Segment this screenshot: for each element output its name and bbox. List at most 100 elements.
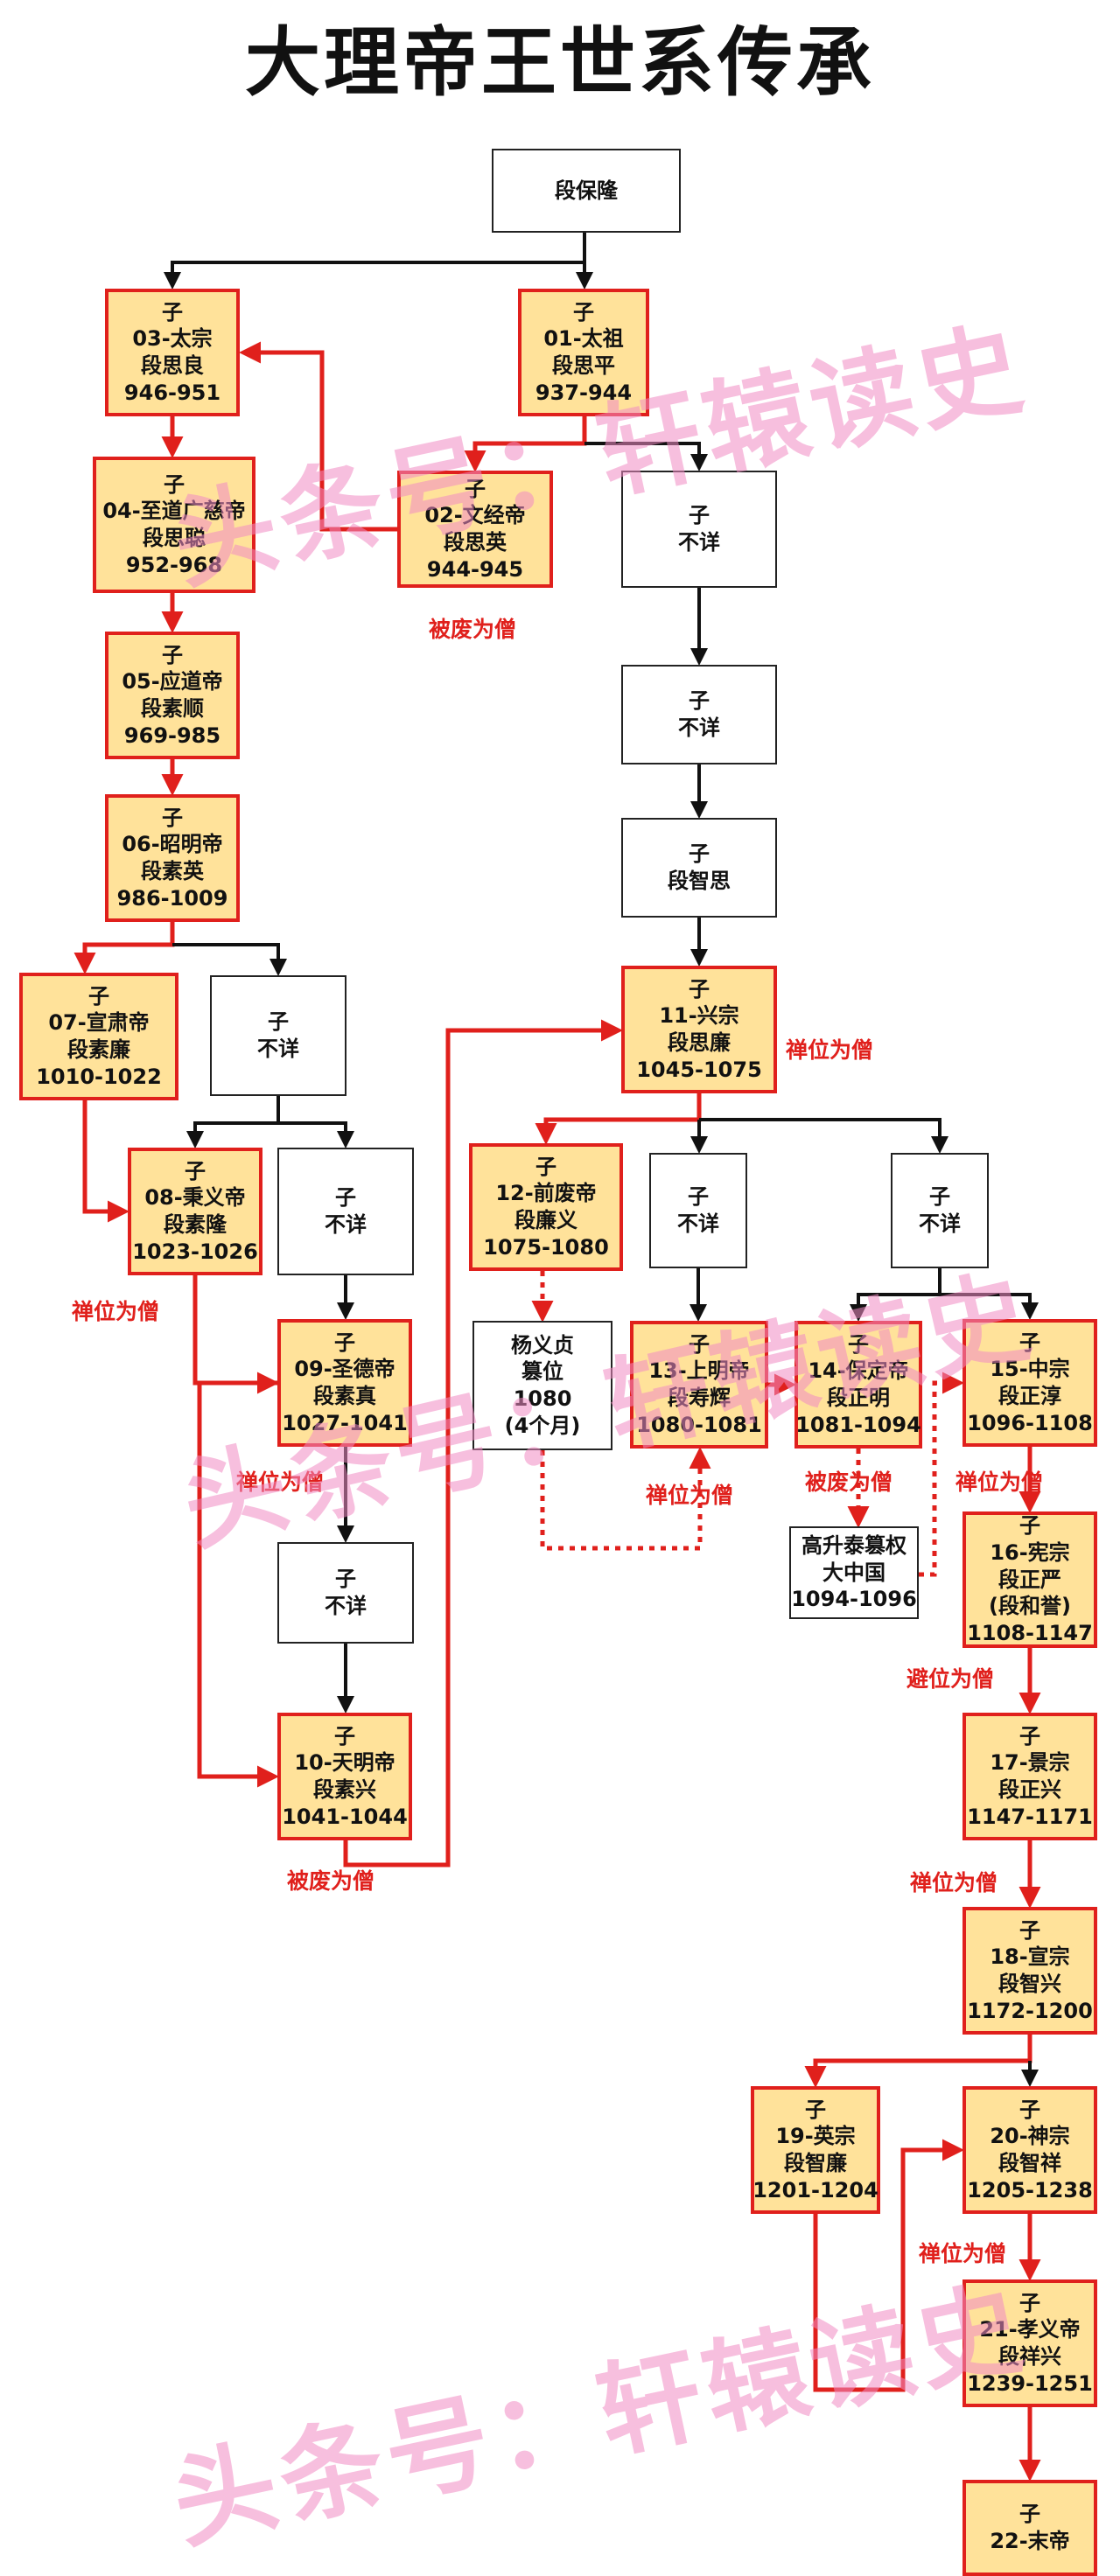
node-text-line: 段思良 (141, 353, 204, 378)
node-text-line: 1172-1200 (967, 1998, 1093, 2023)
lineage-node: 段保隆 (492, 149, 681, 233)
connector-line (82, 1100, 130, 1223)
node-text-line: 段保隆 (555, 178, 618, 203)
node-text-line: 段正严 (998, 1567, 1061, 1592)
node-text-line: 子 (1019, 1723, 1040, 1749)
node-text-line: 子 (334, 1330, 355, 1355)
connector-line (540, 1447, 711, 1551)
node-text-line: 杨义贞 (511, 1332, 574, 1358)
node-text-line: 22-末帝 (990, 2529, 1070, 2553)
node-text-line: 1041-1044 (282, 1804, 408, 1829)
node-text-line: 04-至道广慈帝 (102, 499, 246, 524)
node-text-line: 不详 (919, 1211, 961, 1236)
node-text-line: 子 (689, 1331, 710, 1357)
lineage-node: 子不详 (649, 1153, 747, 1268)
connector-line (535, 1093, 702, 1145)
node-text-line: 12-前废帝 (495, 1181, 597, 1206)
lineage-node: 子段智思 (621, 818, 777, 918)
monk-note: 禅位为僧 (236, 1470, 325, 1495)
node-text-line: (段和誉) (989, 1594, 1071, 1619)
node-text-line: 1080 (513, 1386, 572, 1411)
node-text-line: 946-951 (123, 380, 221, 405)
connector-line (74, 922, 175, 974)
node-text-line: 子 (573, 299, 594, 325)
connector-line (343, 1019, 623, 1867)
node-text-line: 子 (1019, 2502, 1040, 2527)
connector-line (850, 1268, 942, 1322)
node-text-line: 段思英 (444, 530, 507, 555)
node-text-line: 子 (689, 688, 710, 714)
node-text-line: 1108-1147 (967, 1621, 1093, 1646)
node-text-line: 段素兴 (313, 1777, 376, 1802)
node-text-line: 子 (162, 642, 183, 667)
node-text-line: 篡位 (522, 1359, 564, 1385)
node-text-line: (4个月) (504, 1413, 581, 1438)
node-text-line: 子 (162, 299, 183, 325)
node-text-line: 10-天明帝 (294, 1750, 396, 1776)
connector-line (197, 1380, 279, 1788)
connector-line (172, 943, 287, 976)
node-text-line: 07-宣肃帝 (48, 1010, 150, 1036)
diagram-title: 大理帝王世系传承 (245, 19, 875, 107)
node-text-line: 1147-1171 (967, 1804, 1093, 1829)
node-text-line: 14-保定帝 (808, 1358, 909, 1384)
node-text-line: 1094-1096 (791, 1587, 917, 1612)
node-text-line: 子 (164, 471, 185, 497)
monk-note: 被废为僧 (287, 1868, 375, 1894)
node-text-line: 不详 (325, 1594, 367, 1618)
node-text-line: 高升泰篡权 (802, 1532, 906, 1558)
connector-line (584, 442, 708, 471)
node-text-line: 02-文经帝 (424, 503, 526, 528)
node-text-line: 子 (689, 841, 710, 867)
monk-note: 避位为僧 (906, 1666, 995, 1692)
node-text-line: 段智兴 (998, 1972, 1061, 1996)
node-text-line: 969-985 (123, 723, 221, 748)
node-text-line: 21-孝义帝 (979, 2317, 1081, 2342)
node-text-line: 段素顺 (141, 696, 204, 721)
node-text-line: 子 (1019, 1330, 1040, 1355)
node-text-line: 944-945 (426, 556, 524, 582)
node-text-line: 不详 (325, 1212, 367, 1237)
node-text-line: 段正明 (827, 1386, 890, 1410)
node-text-line: 不详 (678, 530, 720, 555)
node-text-line: 1075-1080 (483, 1234, 609, 1260)
node-text-line: 1045-1075 (636, 1057, 762, 1082)
connector-line (239, 341, 397, 532)
node-text-line: 子 (335, 1567, 356, 1592)
node-text-line: 03-太宗 (132, 326, 213, 352)
node-text-line: 子 (1019, 2097, 1040, 2122)
lineage-node: 子不详 (210, 975, 346, 1096)
node-text-line: 子 (88, 983, 109, 1009)
node-text-line: 子 (848, 1331, 869, 1357)
monk-note: 禅位为僧 (786, 1037, 874, 1063)
connector-line (699, 1118, 948, 1154)
node-text-line: 子 (162, 805, 183, 830)
node-text-line: 子 (1019, 1513, 1040, 1539)
node-text-line: 段正淳 (998, 1384, 1061, 1408)
node-text-line: 段祥兴 (998, 2344, 1061, 2369)
connector-line (164, 233, 586, 290)
connector-line (813, 2139, 964, 2392)
node-text-line: 子 (334, 1723, 355, 1749)
node-text-line: 11-兴宗 (659, 1003, 739, 1029)
node-text-line: 子 (1019, 1917, 1040, 1943)
node-text-line: 不详 (677, 1211, 719, 1236)
monk-note: 禅位为僧 (956, 1470, 1044, 1495)
node-text-line: 06-昭明帝 (122, 832, 223, 857)
connector-line (186, 1096, 280, 1148)
